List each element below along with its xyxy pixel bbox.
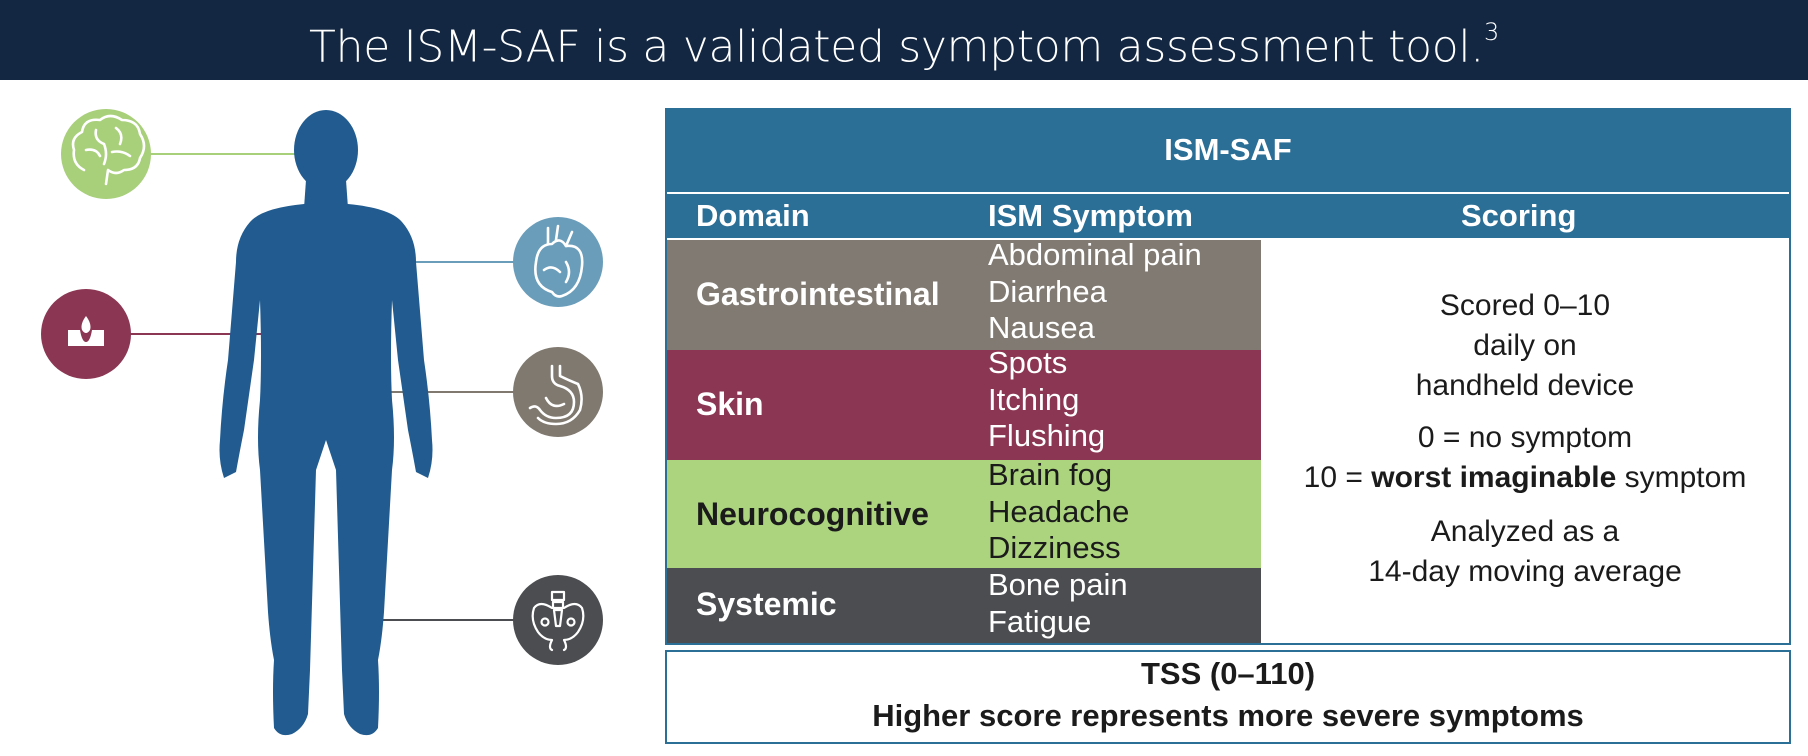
symptom-item: Headache (988, 493, 1130, 529)
domain-label: Gastrointestinal (696, 276, 940, 312)
tss-title: TSS (0–110) (1140, 656, 1316, 691)
skin-icon (68, 316, 104, 346)
symptom-item: Nausea (988, 310, 1095, 345)
row-neurocognitive: Neurocognitive Brain fog Headache Dizzin… (667, 457, 1261, 568)
column-header-scoring: Scoring (1461, 198, 1577, 233)
scoring-emphasis: worst imaginable (1371, 461, 1617, 494)
pelvis-icon (531, 590, 585, 652)
column-header-domain: Domain (696, 198, 810, 233)
scoring-suffix: symptom (1616, 461, 1747, 494)
symptom-item: Bone pain (988, 567, 1128, 602)
row-skin: Skin Spots Itching Flushing (667, 345, 1261, 460)
human-silhouette (219, 110, 433, 736)
stomach-icon (528, 364, 583, 426)
table-column-headers: Domain ISM Symptom Scoring (667, 194, 1789, 238)
scoring-line: Scored 0–10 (1439, 289, 1611, 322)
scoring-prefix: 10 = (1303, 461, 1372, 494)
scoring-line: daily on (1473, 329, 1577, 362)
skin-icon-circle (41, 289, 131, 379)
column-header-symptom: ISM Symptom (988, 198, 1193, 233)
pelvis-icon-circle (513, 575, 603, 665)
scoring-line: 0 = no symptom (1417, 421, 1633, 454)
symptom-list: Spots Itching Flushing (988, 345, 1105, 455)
symptom-item: Spots (988, 345, 1068, 380)
tss-description: Higher score represents more severe symp… (872, 698, 1584, 733)
symptom-item: Brain fog (988, 457, 1113, 492)
symptom-item: Flushing (988, 418, 1106, 453)
title-bar (0, 0, 1808, 80)
scoring-description: Scored 0–10 daily on handheld device 0 =… (1261, 240, 1789, 643)
symptom-list: Abdominal pain Diarrhea Nausea (988, 237, 1202, 347)
scoring-line: 10 = worst imaginable symptom (1261, 458, 1789, 498)
domain-label: Skin (696, 386, 764, 422)
tss-box: TSS (0–110) Higher score represents more… (665, 650, 1791, 744)
scoring-line: 14-day moving average (1368, 555, 1682, 588)
body-illustration (41, 109, 603, 736)
symptom-item: Fatigue (988, 603, 1092, 639)
symptom-item: Abdominal pain (988, 237, 1202, 272)
stomach-icon-circle (513, 347, 603, 437)
body-figure (0, 90, 640, 756)
heart-icon-circle (513, 217, 603, 307)
symptom-list: Brain fog Headache Dizziness (988, 457, 1129, 567)
row-systemic: Systemic Bone pain Fatigue (667, 567, 1261, 643)
brain-icon (71, 114, 146, 186)
page-title-text: The ISM-SAF is a validated symptom asses… (309, 21, 1484, 73)
heart-icon (534, 224, 584, 298)
scoring-line: Analyzed as a (1430, 515, 1620, 548)
table-header: ISM-SAF (667, 110, 1789, 192)
row-gastrointestinal: Gastrointestinal Abdominal pain Diarrhea… (667, 237, 1261, 350)
title-superscript: 3 (1483, 18, 1499, 46)
symptom-item: Dizziness (988, 530, 1121, 565)
page-title: The ISM-SAF is a validated symptom asses… (0, 0, 1808, 80)
ism-saf-table: ISM-SAF Domain ISM Symptom Scoring Gastr… (665, 108, 1791, 645)
symptom-item: Diarrhea (988, 273, 1107, 309)
symptom-item: Itching (988, 381, 1080, 417)
domain-label: Systemic (696, 586, 837, 622)
domain-label: Neurocognitive (696, 496, 929, 532)
scoring-line: handheld device (1415, 369, 1635, 402)
symptom-list: Bone pain Fatigue (988, 567, 1128, 640)
